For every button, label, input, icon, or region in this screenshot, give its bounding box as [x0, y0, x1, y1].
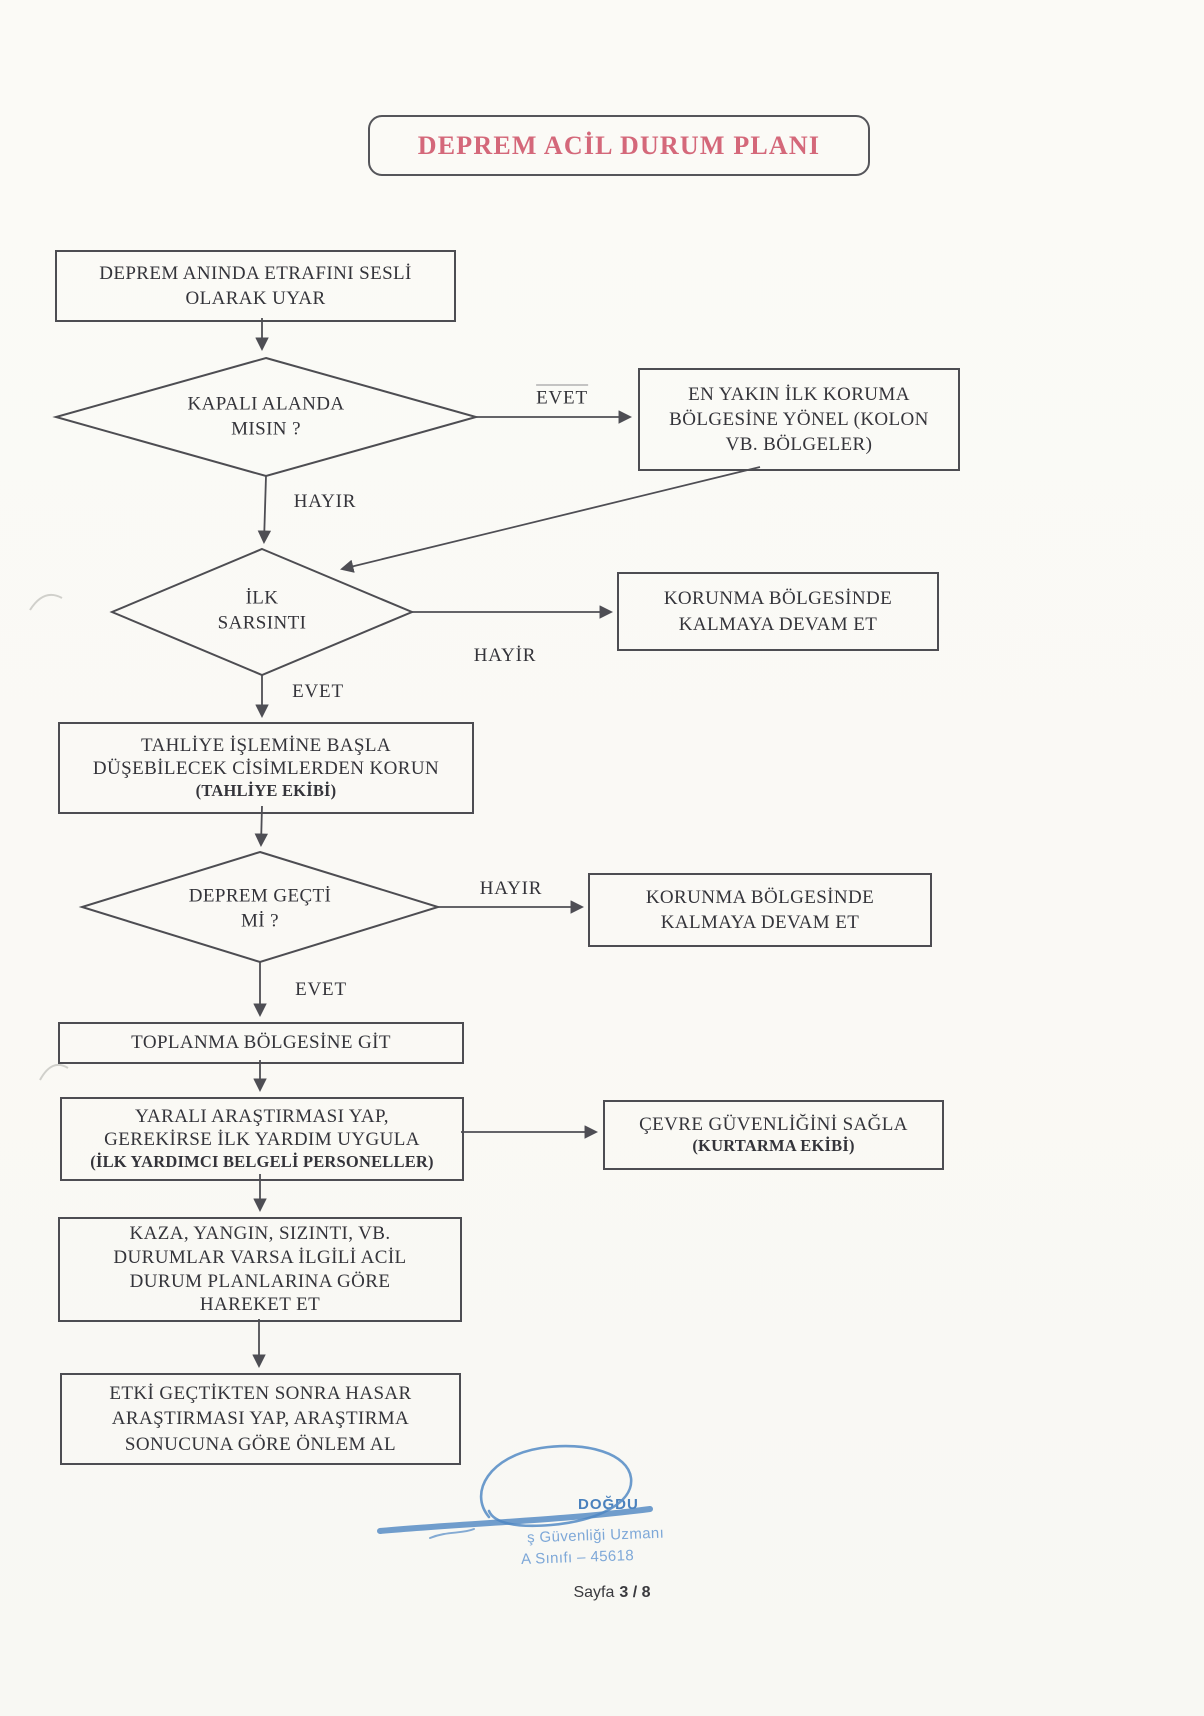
node-yarali-team: (İLK YARDIMCI BELGELİ PERSONELLER) — [90, 1151, 434, 1171]
node-tahliye-team: (TAHLİYE EKİBİ) — [195, 780, 337, 800]
node-tahliye: TAHLİYE İŞLEMİNE BAŞLA DÜŞEBİLECEK CİSİM… — [58, 722, 474, 814]
edge-label-evet-3: EVET — [295, 979, 347, 1000]
node-yarali-text: YARALI ARAŞTIRMASI YAP, GEREKİRSE İLK YA… — [104, 1106, 420, 1151]
node-kaza: KAZA, YANGIN, SIZINTI, VB. DURUMLAR VARS… — [58, 1217, 462, 1322]
connector-hayir-to-ilk-sarsinti — [257, 475, 272, 545]
node-etki: ETKİ GEÇTİKTEN SONRA HASAR ARAŞTIRMASI Y… — [60, 1373, 461, 1465]
edge-label-hayir-3: HAYIR — [479, 878, 543, 899]
node-kaza-text: KAZA, YANGIN, SIZINTI, VB. DURUMLAR VARS… — [113, 1223, 407, 1316]
node-toplanma: TOPLANMA BÖLGESİNE GİT — [58, 1022, 464, 1064]
node-korunma-devam-1: KORUNMA BÖLGESİNDE KALMAYA DEVAM ET — [617, 572, 939, 651]
node-korunma-devam-2-text: KORUNMA BÖLGESİNDE KALMAYA DEVAM ET — [645, 886, 875, 933]
node-korunma-devam-1-text: KORUNMA BÖLGESİNDE KALMAYA DEVAM ET — [663, 588, 893, 635]
edge-label-hayir-2: HAYİR — [473, 645, 537, 666]
connector-ilk-koruma-to-ilk-sarsinti — [340, 466, 761, 573]
node-cevre-text: ÇEVRE GÜVENLİĞİNİ SAĞLA — [639, 1114, 908, 1136]
scan-mark-arc-1 — [29, 594, 63, 611]
node-ilk-koruma-text: EN YAKIN İLK KORUMA BÖLGESİNE YÖNEL (KOL… — [669, 383, 929, 456]
page-title: DEPREM ACİL DURUM PLANI — [417, 130, 821, 160]
node-etki-text: ETKİ GEÇTİKTEN SONRA HASAR ARAŞTIRMASI Y… — [109, 1383, 412, 1455]
signature-name: DOĞDU — [578, 1496, 639, 1513]
scan-mark-arc-2 — [39, 1064, 69, 1081]
node-ilk-sarsinti-text: İLK SARSINTI — [217, 587, 307, 633]
node-kapali-alanda-text: KAPALI ALANDA MISIN ? — [187, 393, 345, 439]
node-tahliye-text: TAHLİYE İŞLEMİNE BAŞLA DÜŞEBİLECEK CİSİM… — [92, 735, 440, 780]
footer-page-number: 3 / 8 — [619, 1584, 651, 1601]
node-cevre-team: (KURTARMA EKİBİ) — [692, 1136, 855, 1156]
node-yarali: YARALI ARAŞTIRMASI YAP, GEREKİRSE İLK YA… — [60, 1097, 464, 1181]
title-box: DEPREM ACİL DURUM PLANI — [368, 115, 870, 176]
node-start: DEPREM ANINDA ETRAFINI SESLİ OLARAK UYAR — [55, 250, 456, 322]
node-toplanma-text: TOPLANMA BÖLGESİNE GİT — [131, 1032, 391, 1054]
footer-label: Sayfa — [573, 1584, 615, 1601]
node-ilk-koruma: EN YAKIN İLK KORUMA BÖLGESİNE YÖNEL (KOL… — [638, 368, 960, 471]
node-korunma-devam-2: KORUNMA BÖLGESİNDE KALMAYA DEVAM ET — [588, 873, 932, 947]
node-deprem-gecti-text: DEPREM GEÇTİ Mİ ? — [188, 885, 332, 931]
edge-label-hayir-1: HAYIR — [293, 491, 357, 512]
edge-label-evet-1: EVET — [536, 384, 588, 410]
edge-label-evet-2: EVET — [292, 681, 344, 702]
node-cevre: ÇEVRE GÜVENLİĞİNİ SAĞLA (KURTARMA EKİBİ) — [603, 1100, 944, 1170]
node-start-text: DEPREM ANINDA ETRAFINI SESLİ OLARAK UYAR — [99, 262, 412, 309]
